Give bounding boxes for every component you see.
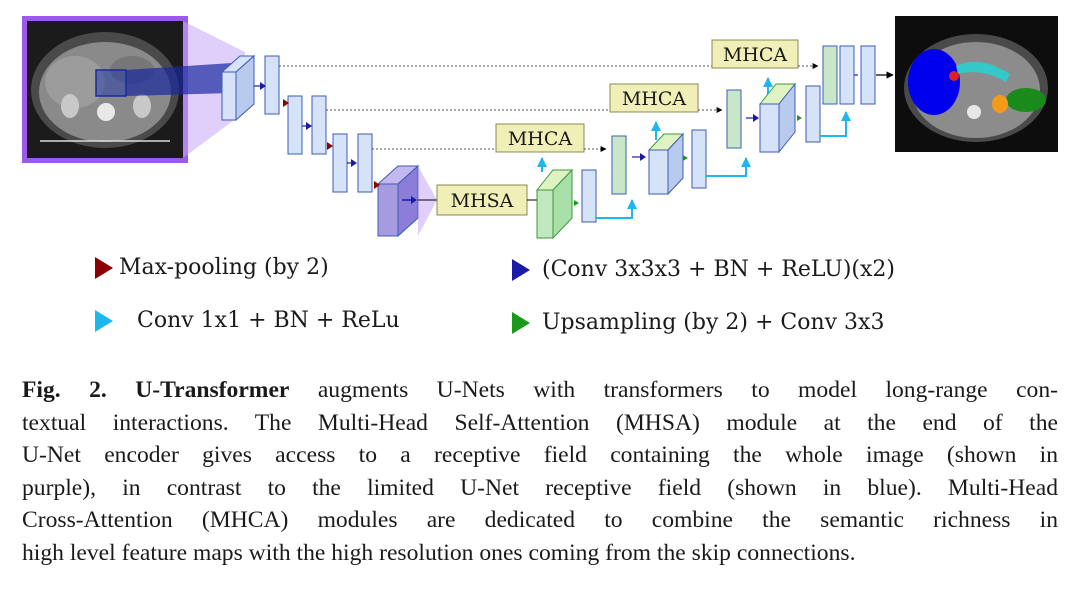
caption-line-3: U-Net encoder gives access to a receptiv…	[22, 442, 1058, 469]
mhca-module-2: MHCA	[326, 83, 723, 113]
mhca-label-1: MHCA	[508, 128, 573, 150]
encoder-level-2	[283, 95, 327, 155]
figure-caption: Fig. 2. U-Transformer augments U-Nets wi…	[22, 374, 1058, 570]
triangle-right-icon	[95, 256, 113, 279]
encoder-level-3	[327, 133, 373, 193]
output-level	[822, 45, 894, 105]
legend-item-conv3: (Conv 3x3x3 + BN + ReLU)(x2)	[512, 257, 895, 282]
caption-text: augments U-Nets with transformers to mod…	[289, 377, 1058, 403]
legend-label-conv1: Conv 1x1 + BN + ReLu	[137, 308, 400, 333]
output-segmentation-image	[895, 16, 1058, 152]
triangle-right-icon	[95, 309, 113, 332]
legend-label-conv3: (Conv 3x3x3 + BN + ReLU)(x2)	[542, 257, 895, 282]
u-transformer-diagram: MHSA MHCA MHCA	[22, 16, 1058, 240]
caption-line-6: high level feature maps with the high re…	[22, 539, 856, 566]
bottleneck-block	[374, 164, 437, 238]
mhca-module-1: MHCA	[372, 123, 607, 153]
mhsa-label: MHSA	[451, 190, 514, 212]
caption-line-1: Fig. 2. U-Transformer augments U-Nets wi…	[22, 374, 1058, 407]
mhca-label-3: MHCA	[723, 44, 788, 66]
mhsa-module: MHSA	[418, 184, 537, 216]
caption-title: U-Transformer	[135, 377, 290, 403]
triangle-right-icon	[512, 258, 530, 281]
mhca-label-2: MHCA	[622, 88, 687, 110]
legend-label-upsample: Upsampling (by 2) + Conv 3x3	[542, 310, 885, 335]
encoder-level-1	[220, 54, 280, 122]
triangle-right-icon	[512, 311, 530, 334]
caption-line-5: Cross-Attention (MHCA) modules are dedic…	[22, 507, 1058, 534]
decoder-level-1	[726, 77, 851, 154]
decoder-level-3	[535, 157, 637, 240]
caption-line-4: purple), in contrast to the limited U-Ne…	[22, 474, 1058, 501]
caption-figure-label: Fig. 2.	[22, 377, 107, 403]
caption-line-2: textual interactions. The Multi-Head Sel…	[22, 409, 1058, 436]
receptive-field-projection	[126, 21, 245, 158]
legend-label-maxpool: Max-pooling (by 2)	[119, 255, 329, 280]
legend-item-conv1: Conv 1x1 + BN + ReLu	[95, 308, 400, 333]
legend-item-upsample: Upsampling (by 2) + Conv 3x3	[512, 310, 884, 335]
mhca-module-3: MHCA	[279, 39, 819, 69]
decoder-level-2	[611, 121, 751, 196]
legend-item-maxpool: Max-pooling (by 2)	[95, 255, 329, 280]
